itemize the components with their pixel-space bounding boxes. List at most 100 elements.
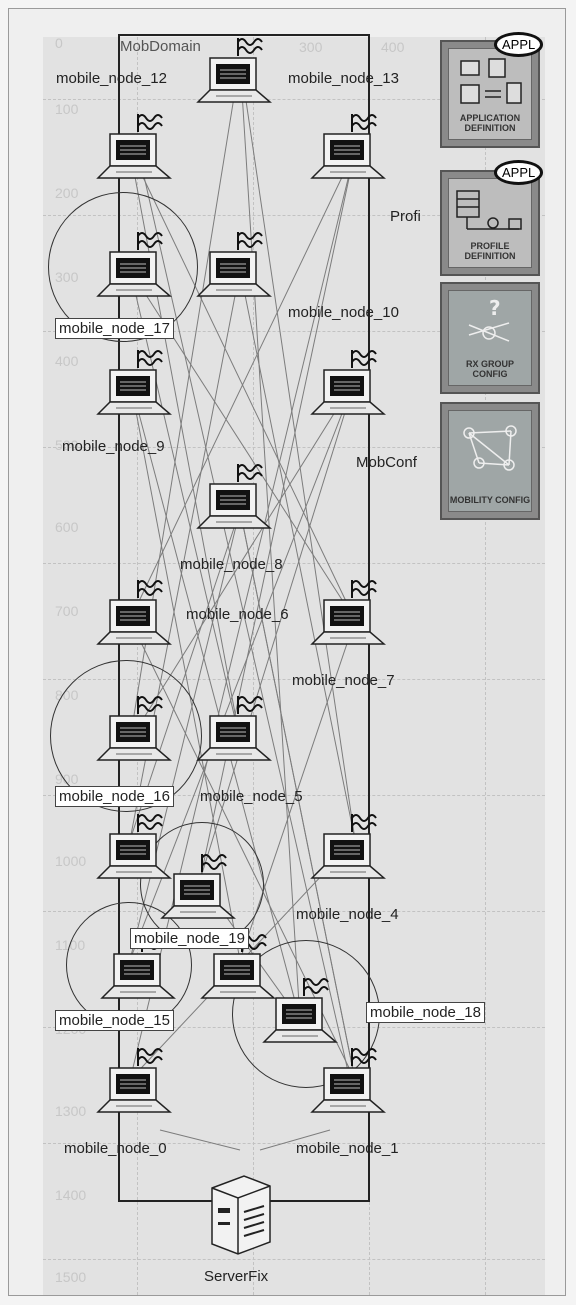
mobile-node[interactable] [96, 1044, 172, 1118]
antenna-icon [134, 810, 164, 832]
node-label: mobile_node_16 [55, 786, 174, 807]
profile-caption: PROFILE DEFINITION [449, 241, 531, 261]
laptop-icon [310, 598, 386, 650]
laptop-icon [310, 1066, 386, 1118]
mobile-node[interactable] [310, 810, 386, 884]
mobile-node[interactable] [310, 576, 386, 650]
antenna-icon [348, 810, 378, 832]
antenna-icon [300, 974, 330, 996]
mobile-node[interactable] [196, 460, 272, 534]
mobile-node[interactable] [196, 692, 272, 766]
y-tick: 100 [55, 101, 78, 117]
antenna-icon [234, 692, 264, 714]
node-label: mobile_node_19 [130, 928, 249, 949]
application-icon [449, 55, 533, 111]
application-caption: APPLICATION DEFINITION [449, 113, 531, 133]
antenna-icon [134, 228, 164, 250]
antenna-icon [348, 1044, 378, 1066]
laptop-icon [310, 132, 386, 184]
application-config-face: APPLICATION DEFINITION [448, 48, 532, 140]
profile-config-object[interactable]: PROFILE DEFINITION [440, 170, 540, 276]
laptop-icon [96, 598, 172, 650]
laptop-icon [96, 132, 172, 184]
node-label: mobile_node_18 [366, 1002, 485, 1023]
laptop-icon [100, 952, 176, 1004]
y-tick: 1300 [55, 1103, 86, 1119]
antenna-icon [134, 576, 164, 598]
laptop-icon [196, 56, 272, 108]
laptop-icon [96, 714, 172, 766]
y-tick: 1000 [55, 853, 86, 869]
antenna-icon [348, 576, 378, 598]
laptop-icon [196, 250, 272, 302]
node-label: mobile_node_6 [186, 606, 289, 623]
x-tick: 400 [381, 39, 404, 55]
laptop-icon [310, 832, 386, 884]
node-label: MobConf [356, 454, 417, 471]
rx-group-config-face: ? RX GROUP CONFIG [448, 290, 532, 386]
laptop-icon [310, 368, 386, 420]
server-label: ServerFix [204, 1268, 268, 1285]
node-label: mobile_node_1 [296, 1140, 399, 1157]
mobility-config-face: MOBILITY CONFIG [448, 410, 532, 512]
appl-badge: APPL [494, 160, 543, 185]
mobile-node[interactable] [310, 346, 386, 420]
profile-config-face: PROFILE DEFINITION [448, 178, 532, 268]
mobile-node[interactable] [96, 692, 172, 766]
mobile-node[interactable] [96, 228, 172, 302]
domain-label: MobDomain [120, 38, 201, 55]
grid-line [43, 1259, 545, 1260]
laptop-icon [160, 872, 236, 924]
mobile-node[interactable] [310, 1044, 386, 1118]
antenna-icon [234, 228, 264, 250]
rx-group-config-object[interactable]: ? RX GROUP CONFIG [440, 282, 540, 394]
laptop-icon [262, 996, 338, 1048]
mobility-config-object[interactable]: MOBILITY CONFIG [440, 402, 540, 520]
laptop-icon [96, 1066, 172, 1118]
y-tick: 600 [55, 519, 78, 535]
node-label: mobile_node_4 [296, 906, 399, 923]
laptop-icon [196, 482, 272, 534]
antenna-icon [234, 460, 264, 482]
antenna-icon [348, 110, 378, 132]
mobile-node[interactable] [196, 34, 272, 108]
antenna-icon [234, 34, 264, 56]
antenna-icon [134, 692, 164, 714]
antenna-icon [198, 850, 228, 872]
node-label: mobile_node_5 [200, 788, 303, 805]
antenna-icon [348, 346, 378, 368]
node-label: mobile_node_17 [55, 318, 174, 339]
laptop-icon [96, 250, 172, 302]
node-label: Profi [390, 208, 421, 225]
laptop-icon [196, 714, 272, 766]
mobile-node[interactable] [196, 228, 272, 302]
node-label: mobile_node_9 [62, 438, 165, 455]
mobile-node[interactable] [310, 110, 386, 184]
rx-group-caption: RX GROUP CONFIG [449, 359, 531, 379]
rx-group-icon: ? [449, 295, 533, 355]
y-tick: 0 [55, 37, 63, 51]
mobile-node[interactable] [262, 974, 338, 1048]
profile-icon [449, 185, 533, 239]
node-label: mobile_node_15 [55, 1010, 174, 1031]
svg-text:?: ? [489, 296, 501, 320]
antenna-icon [134, 1044, 164, 1066]
mobility-icon [449, 415, 533, 481]
y-tick: 1400 [55, 1187, 86, 1203]
node-label: mobile_node_13 [288, 70, 399, 87]
server-fix-node[interactable] [204, 1168, 274, 1260]
mobile-node[interactable] [160, 850, 236, 924]
node-label: mobile_node_12 [56, 70, 167, 87]
y-tick: 400 [55, 353, 78, 369]
y-tick: 200 [55, 185, 78, 201]
server-icon [204, 1168, 274, 1260]
y-tick: 1500 [55, 1269, 86, 1285]
mobile-node[interactable] [96, 576, 172, 650]
mobile-node[interactable] [96, 110, 172, 184]
mobile-node[interactable] [96, 346, 172, 420]
mobility-caption: MOBILITY CONFIG [449, 495, 531, 505]
node-label: mobile_node_7 [292, 672, 395, 689]
node-label: mobile_node_8 [180, 556, 283, 573]
appl-badge: APPL [494, 32, 543, 57]
y-tick: 700 [55, 603, 78, 619]
